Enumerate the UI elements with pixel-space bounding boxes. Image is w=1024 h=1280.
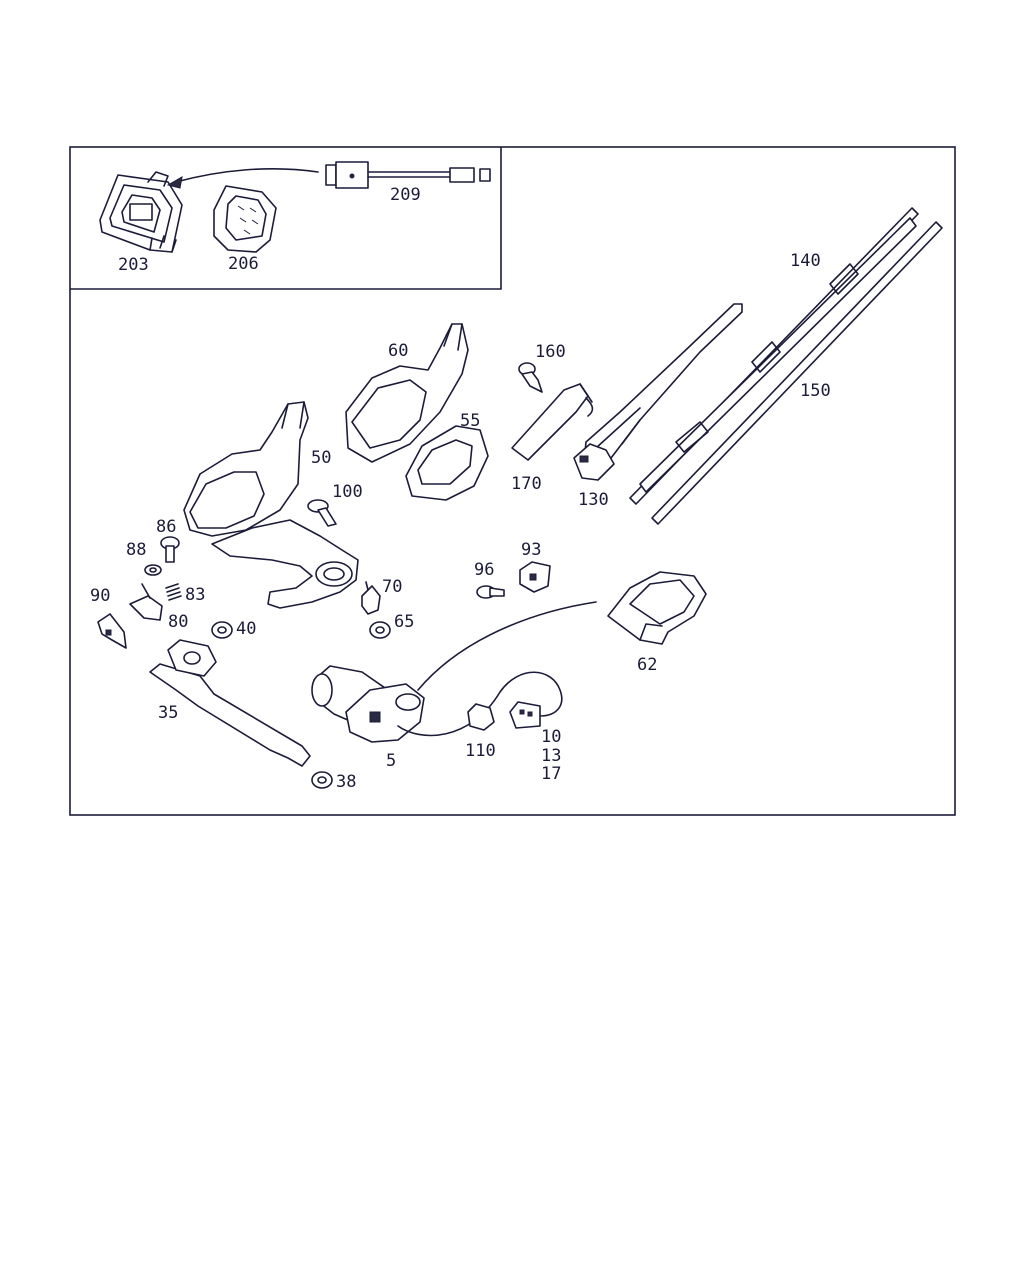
callout-70: 70 bbox=[382, 577, 402, 597]
callout-130: 130 bbox=[578, 490, 609, 510]
callout-209: 209 bbox=[390, 185, 421, 205]
callout-80: 80 bbox=[168, 612, 188, 632]
callout-35: 35 bbox=[158, 703, 178, 723]
part-38-nut bbox=[311, 771, 333, 789]
part-80-bracket bbox=[129, 583, 163, 621]
callout-150: 150 bbox=[800, 381, 831, 401]
connector-cable bbox=[397, 671, 563, 737]
callout-62: 62 bbox=[637, 655, 657, 675]
linkage-frame bbox=[211, 519, 359, 609]
callout-60: 60 bbox=[388, 341, 408, 361]
part-5-wiper-motor bbox=[311, 665, 425, 743]
callout-100: 100 bbox=[332, 482, 363, 502]
callout-38: 38 bbox=[336, 772, 356, 792]
part-100-bolt bbox=[307, 499, 337, 527]
part-10-connector bbox=[509, 701, 541, 729]
part-88-washer bbox=[144, 564, 162, 576]
part-203-connector-housing bbox=[99, 171, 183, 253]
part-90-clip bbox=[97, 613, 127, 649]
diagram-frame bbox=[69, 146, 956, 816]
part-110-grommet bbox=[467, 703, 495, 731]
callout-40: 40 bbox=[236, 619, 256, 639]
callout-55: 55 bbox=[460, 411, 480, 431]
inset-frame bbox=[70, 147, 502, 290]
assembly-arrow-head bbox=[166, 176, 183, 189]
callout-65: 65 bbox=[394, 612, 414, 632]
part-160-screw bbox=[518, 362, 543, 393]
callout-17: 17 bbox=[541, 764, 561, 784]
callout-5: 5 bbox=[386, 751, 396, 771]
part-65-nut bbox=[369, 621, 391, 639]
callout-88: 88 bbox=[126, 540, 146, 560]
callout-13: 13 bbox=[541, 746, 561, 766]
callout-83: 83 bbox=[185, 585, 205, 605]
part-40-nut bbox=[211, 621, 233, 639]
callout-170: 170 bbox=[511, 474, 542, 494]
callout-203: 203 bbox=[118, 255, 149, 275]
callout-86: 86 bbox=[156, 517, 176, 537]
part-206-seal bbox=[213, 185, 277, 253]
callout-96: 96 bbox=[474, 560, 494, 580]
callout-110: 110 bbox=[465, 741, 496, 761]
callout-206: 206 bbox=[228, 254, 259, 274]
part-93-bracket bbox=[519, 561, 551, 593]
callout-160: 160 bbox=[535, 342, 566, 362]
part-50-housing bbox=[183, 401, 309, 537]
part-60-housing bbox=[345, 323, 469, 463]
part-62-cover bbox=[607, 571, 707, 645]
callout-90: 90 bbox=[90, 586, 110, 606]
callout-93: 93 bbox=[521, 540, 541, 560]
callout-140: 140 bbox=[790, 251, 821, 271]
part-86-screw bbox=[160, 536, 180, 563]
part-35-linkage-rod bbox=[149, 639, 311, 767]
motor-cable bbox=[417, 601, 597, 691]
part-170-cover bbox=[511, 383, 594, 461]
part-70-ball-joint bbox=[361, 581, 381, 615]
part-96-bolt bbox=[476, 585, 505, 599]
callout-10: 10 bbox=[541, 727, 561, 747]
part-140-wiper-blade bbox=[629, 207, 919, 505]
part-83-spring bbox=[165, 583, 182, 601]
callout-50: 50 bbox=[311, 448, 331, 468]
part-130-wiper-arm bbox=[573, 303, 743, 481]
part-150-wiper-refill bbox=[651, 221, 943, 525]
assembly-arrow bbox=[175, 168, 319, 183]
part-55-seal bbox=[405, 425, 489, 501]
part-209-wiring-harness bbox=[325, 161, 491, 189]
